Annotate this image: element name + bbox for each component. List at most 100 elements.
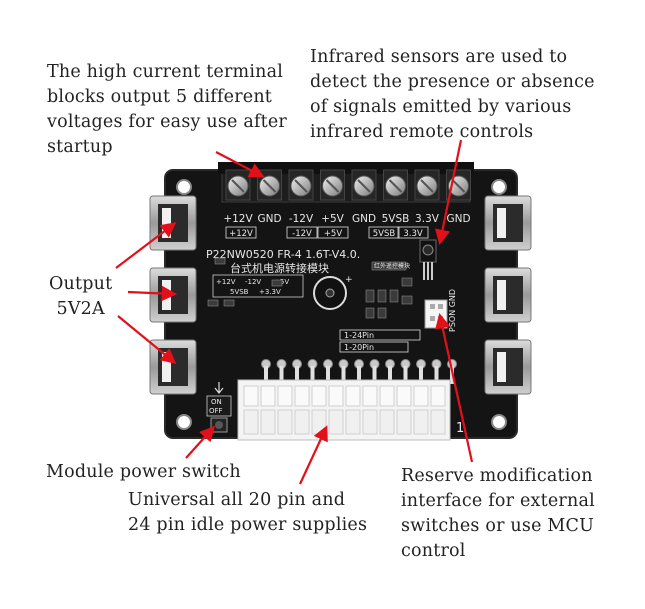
caption-line: of signals emitted by various — [310, 97, 572, 117]
usb-port — [484, 195, 532, 251]
atx-pin-slot — [260, 385, 276, 435]
atx-pin-slot — [328, 385, 344, 435]
usb-port — [484, 339, 532, 395]
solder-pin — [400, 359, 411, 384]
svg-text:5VSB: 5VSB — [373, 229, 396, 239]
caption-line: voltages for easy use after — [47, 112, 287, 132]
caption-line: control — [401, 541, 466, 561]
svg-text:+12V: +12V — [229, 229, 253, 239]
terminal-screw — [414, 169, 440, 201]
power-switch-caption: Module power switch — [46, 462, 241, 482]
caption-line: Reserve modification — [401, 466, 593, 486]
mount-hole — [491, 414, 507, 430]
rail-box: 3.3V — [397, 226, 429, 239]
board-title-text: 台式机电源转接模块 — [230, 261, 329, 275]
atx-pin-slot — [277, 385, 293, 435]
atx-connector-caption: Universal all 20 pin and 24 pin idle pow… — [128, 488, 367, 538]
board-model-text: P22NW0520 FR-4 1.6T-V4.0. — [206, 248, 360, 261]
caption-line: Infrared sensors are used to — [310, 47, 568, 67]
mini-rail-label: -12V — [245, 278, 261, 286]
rail-box: +5V — [317, 226, 349, 239]
solder-pin — [416, 359, 426, 384]
terminal-label: GND — [446, 213, 470, 225]
terminal-label: -12V — [289, 213, 314, 225]
reserve-connector — [424, 299, 448, 329]
terminal-label: +12V — [223, 213, 253, 225]
atx-pin-slot — [413, 385, 429, 435]
atx-pin-slot — [379, 385, 395, 435]
terminal-screw — [225, 169, 251, 201]
terminal-label: GND — [257, 213, 281, 225]
buzzer-plus: + — [345, 275, 353, 285]
mount-hole — [176, 179, 192, 195]
solder-pin — [276, 359, 287, 384]
mount-hole — [491, 179, 507, 195]
solder-pin — [431, 359, 442, 384]
svg-text:OFF: OFF — [209, 407, 223, 415]
power-switch: ON OFF — [206, 382, 232, 433]
caption-line: Output — [49, 274, 113, 294]
caption-line: blocks output 5 different — [47, 87, 273, 107]
usb-port — [149, 195, 197, 251]
reserve-connector-label: PSON GND — [448, 289, 457, 332]
solder-pin — [261, 359, 271, 384]
terminal-label: +5V — [321, 213, 344, 225]
reserve-interface-caption: Reserve modification interface for exter… — [401, 464, 595, 564]
caption-line: interface for external — [401, 491, 595, 511]
caption-line: infrared remote controls — [310, 122, 534, 142]
atx-connector — [237, 379, 451, 441]
mini-rail-label: +12V — [216, 278, 236, 286]
caption-line: startup — [47, 137, 113, 157]
svg-text:+5V: +5V — [324, 229, 343, 239]
solder-pin — [354, 359, 364, 384]
output-caption: Output 5V2A — [49, 272, 112, 322]
atx-pin-slot — [294, 385, 310, 435]
corner-mark: 1 — [456, 421, 464, 436]
infrared-caption: Infrared sensors are used to detect the … — [310, 45, 595, 145]
terminal-label: GND — [352, 213, 376, 225]
rail-box: -12V — [286, 226, 318, 239]
caption-line: switches or use MCU — [401, 516, 595, 536]
terminal-screw — [288, 169, 314, 201]
usb-port — [484, 267, 532, 323]
atx-pin-slot — [396, 385, 412, 435]
rail-box: 5VSB — [368, 226, 400, 239]
smd-components — [207, 257, 413, 319]
terminal-label: 3.3V — [415, 213, 440, 225]
solder-pin — [369, 359, 380, 384]
mini-rail-label: +3.3V — [259, 288, 281, 296]
caption-line: Universal all 20 pin and — [128, 490, 346, 510]
mini-rail-label: 5VSB — [230, 288, 249, 296]
caption-line: The high current terminal — [47, 62, 284, 82]
terminal-blocks-caption: The high current terminal blocks output … — [47, 60, 287, 160]
atx-pin-slot — [243, 385, 259, 435]
ir-module-label: 红外遥控模块 — [374, 262, 410, 270]
pin24-label: 1-24Pin — [344, 331, 374, 340]
svg-text:ON: ON — [211, 398, 222, 406]
svg-text:-12V: -12V — [292, 229, 312, 239]
svg-text:3.3V: 3.3V — [403, 229, 423, 239]
solder-pin — [323, 359, 333, 384]
caption-line: 24 pin idle power supplies — [128, 515, 368, 535]
atx-pin-slot — [345, 385, 361, 435]
rail-box: +12V — [225, 226, 257, 239]
atx-pin-slot — [430, 385, 446, 435]
terminal-screw — [320, 169, 345, 201]
terminal-block — [218, 162, 474, 203]
terminal-screw — [383, 169, 408, 201]
terminal-screw — [351, 169, 377, 201]
caption-line: 5V2A — [56, 299, 105, 319]
solder-pin — [338, 359, 349, 384]
solder-pin — [385, 359, 395, 384]
callout-arrows — [115, 139, 474, 485]
pin20-label: 1-20Pin — [344, 343, 374, 352]
atx-pin-slot — [311, 385, 327, 435]
atx-pin-slot — [362, 385, 378, 435]
mount-hole — [176, 414, 192, 430]
solder-pin — [307, 359, 318, 384]
terminal-label: 5VSB — [382, 213, 410, 225]
caption-line: detect the presence or absence — [310, 72, 595, 92]
solder-pin — [292, 359, 302, 384]
